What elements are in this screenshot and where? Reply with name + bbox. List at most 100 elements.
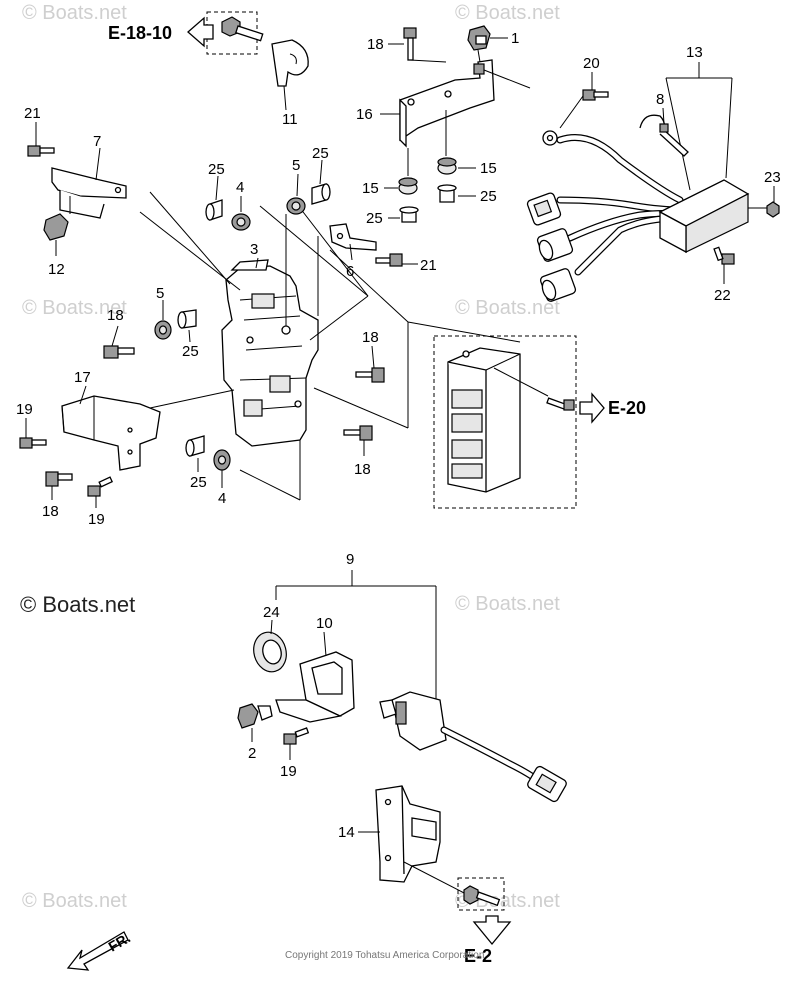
callout-10: 10	[316, 615, 333, 632]
callout-24: 24	[263, 604, 280, 621]
connector	[536, 228, 574, 262]
callout-25: 25	[366, 210, 383, 227]
watermark: © Boats.net	[455, 2, 560, 24]
callout-18: 18	[354, 461, 371, 478]
watermark: © Boats.net	[22, 2, 127, 24]
bolt-21-left: 21	[24, 105, 55, 157]
bracket-6: 6	[329, 223, 377, 280]
ref-arrow-e20: E-20	[579, 392, 646, 424]
callout-18: 18	[367, 36, 384, 53]
seal-24: 24	[253, 604, 287, 673]
clip-12: 12	[43, 213, 69, 278]
ref-arrow-e18-10: E-18-10	[108, 16, 214, 48]
callout-1: 1	[511, 30, 519, 47]
nut-23: 23	[748, 169, 781, 218]
ref-arrow-e2: E-2	[464, 915, 512, 966]
collar-25-left: 25	[205, 161, 225, 221]
callout-15: 15	[480, 160, 497, 177]
bolt-18-top: 18	[367, 27, 447, 63]
bolt-22: 22	[713, 246, 735, 304]
ref-e2: E-2	[464, 946, 492, 966]
ref-e18-10: E-18-10	[108, 23, 172, 43]
callout-25: 25	[208, 161, 225, 178]
callout-8: 8	[656, 91, 664, 108]
bolt-18-right-lower: 18	[343, 425, 373, 478]
grommets-15: 15 15	[362, 110, 497, 197]
connector	[527, 765, 567, 803]
harness-module-box	[658, 179, 750, 254]
clip-1: 1	[467, 25, 519, 63]
callout-20: 20	[583, 55, 600, 72]
bracket-14: 14	[338, 785, 441, 883]
bolt	[546, 397, 575, 411]
front-direction-arrow: FR.	[66, 929, 134, 971]
collar-25-lower: 25	[185, 435, 207, 491]
grommet-5-left: 5	[154, 285, 172, 340]
watermark-prominent: © Boats.net	[20, 592, 135, 617]
solenoid-switch	[379, 691, 567, 803]
bolt	[221, 16, 264, 42]
bolt-19-left: 19	[16, 401, 47, 449]
bracket-16: 16	[356, 59, 495, 148]
callout-25: 25	[190, 474, 207, 491]
collar-25-right: 25	[311, 145, 331, 205]
callout-25: 25	[182, 343, 199, 360]
wire-harness-13: 13	[526, 44, 750, 302]
callout-21: 21	[420, 257, 437, 274]
callout-19: 19	[280, 763, 297, 780]
callout-19: 19	[16, 401, 33, 418]
watermark: © Boats.net	[455, 593, 560, 615]
bolt-19-lower: 19	[280, 727, 310, 780]
callout-18: 18	[362, 329, 379, 346]
grommet-5-upper: 5	[286, 157, 306, 215]
bracket-11: 11	[206, 11, 309, 128]
grommet-4-lower: 4	[213, 449, 231, 507]
callout-14: 14	[338, 824, 355, 841]
bolt-18-lower: 18	[42, 471, 73, 520]
ref-e20: E-20	[608, 398, 646, 418]
callout-2: 2	[248, 745, 256, 762]
bracket-16-bolt	[473, 63, 531, 89]
watermark-layer: © Boats.net © Boats.net © Boats.net © Bo…	[20, 2, 560, 912]
callout-5: 5	[156, 285, 164, 302]
callout-23: 23	[764, 169, 781, 186]
ecu-module	[433, 335, 577, 509]
callout-6: 6	[346, 263, 354, 280]
bolt-21-right: 21	[375, 253, 437, 274]
callout-9: 9	[346, 551, 354, 568]
watermark: © Boats.net	[22, 297, 127, 319]
callout-19: 19	[88, 511, 105, 528]
collar-25-mid: 25	[177, 309, 199, 360]
bolt-e2	[403, 861, 505, 911]
callout-17: 17	[74, 369, 91, 386]
bolt-19-mid: 19	[87, 476, 114, 528]
callout-3: 3	[250, 241, 258, 258]
copyright-text: Copyright 2019 Tohatsu America Corporati…	[285, 950, 484, 961]
connector	[526, 192, 562, 226]
collars-25-upper: 25 25	[366, 184, 497, 227]
assembly-9-bracket-line: 9	[275, 551, 437, 700]
callout-13: 13	[686, 44, 703, 61]
watermark: © Boats.net	[455, 297, 560, 319]
callout-18: 18	[42, 503, 59, 520]
callout-25: 25	[480, 188, 497, 205]
grommet-4-upper: 4	[231, 179, 251, 231]
bracket-10: 10	[275, 615, 355, 723]
callout-7: 7	[93, 133, 101, 150]
connector	[539, 268, 577, 302]
callout-12: 12	[48, 261, 65, 278]
main-bracket-3: 3	[221, 241, 319, 447]
leader-lines	[139, 191, 521, 501]
callout-18: 18	[107, 307, 124, 324]
callout-22: 22	[714, 287, 731, 304]
bracket-7: 7	[51, 133, 127, 219]
watermark: © Boats.net	[22, 890, 127, 912]
front-label: FR.	[106, 929, 134, 954]
clip-8: 8	[639, 91, 689, 157]
bolt-18-right-upper: 18	[355, 329, 385, 383]
callout-15: 15	[362, 180, 379, 197]
callout-5: 5	[292, 157, 300, 174]
callout-11: 11	[282, 111, 298, 128]
bracket-17: 17	[61, 369, 161, 471]
